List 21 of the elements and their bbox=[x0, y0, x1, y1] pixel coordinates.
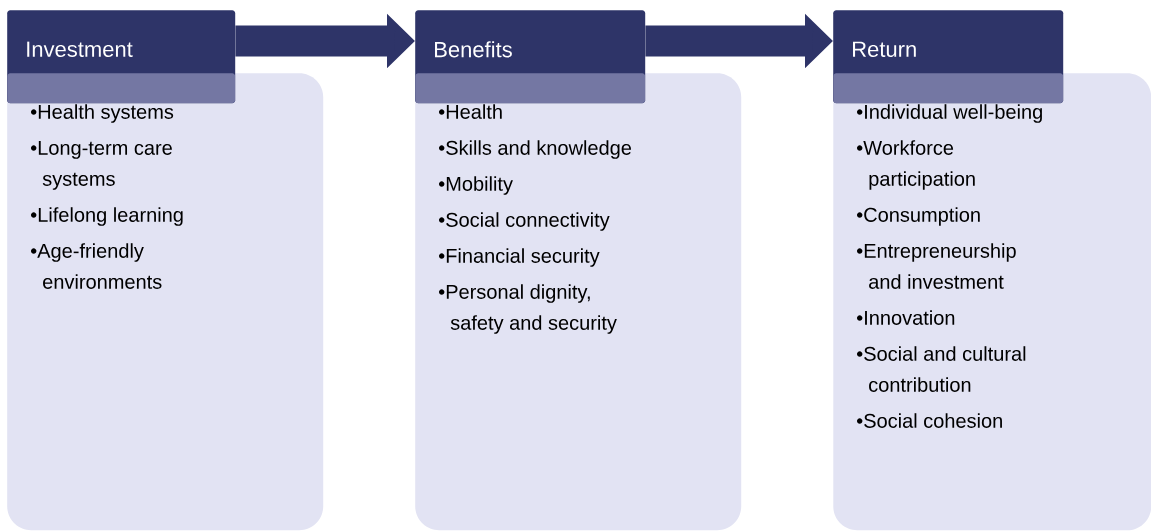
bullet-item: •Social connectivity bbox=[439, 212, 610, 231]
bullet-item: •Consumption bbox=[857, 207, 980, 226]
bullet-item: •Health bbox=[439, 104, 502, 119]
bullet-item: •Individual well-being bbox=[857, 104, 1042, 123]
bullet-item: •Lifelong learning bbox=[31, 207, 183, 226]
bullet-item: •Innovation bbox=[857, 310, 955, 325]
bullet-item: •Mobility bbox=[439, 176, 513, 195]
bullet-item: •Financial security bbox=[439, 248, 600, 267]
bullet-item: •Entrepreneurship and investment bbox=[857, 243, 1016, 289]
list-card bbox=[833, 73, 1151, 531]
bullet-item: •Workforce participation bbox=[857, 140, 975, 190]
bullet-item: •Age-friendly environments bbox=[31, 243, 162, 289]
bullet-item: •Social cohesion bbox=[857, 413, 1002, 428]
bullet-item: •Personal dignity, safety and security bbox=[439, 284, 617, 334]
bullet-item: •Health systems bbox=[31, 104, 174, 123]
list-card bbox=[415, 73, 742, 531]
bullet-item: •Skills and knowledge bbox=[439, 140, 632, 159]
list-card bbox=[7, 73, 324, 531]
bullet-item: •Long-term care systems bbox=[31, 140, 172, 190]
header-box: Investment bbox=[7, 10, 236, 104]
bullet-item: •Social and cultural contribution bbox=[857, 346, 1026, 392]
